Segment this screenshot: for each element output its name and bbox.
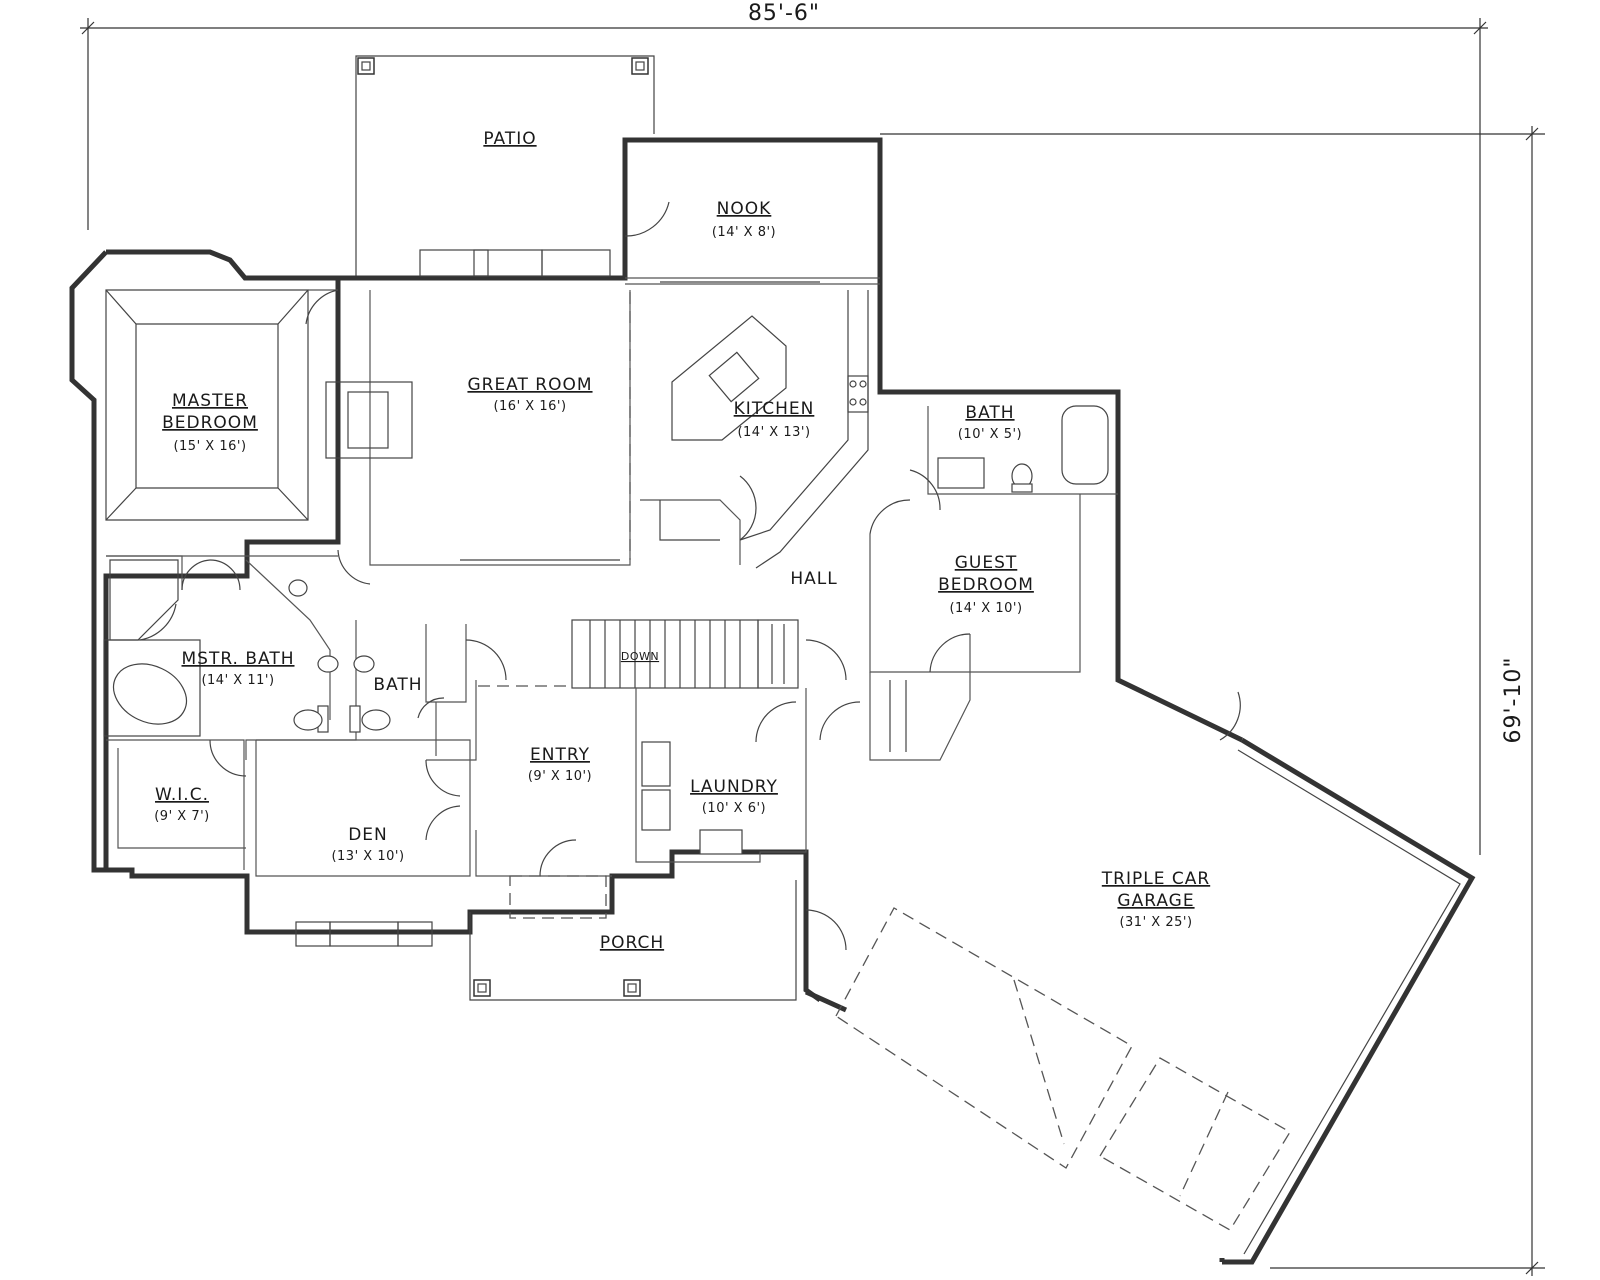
kitchen-name: KITCHEN bbox=[734, 399, 815, 419]
stairs-down-label: DOWN bbox=[621, 650, 659, 663]
garage-doors bbox=[835, 907, 1291, 1231]
label-half-bath: BATH bbox=[373, 675, 422, 695]
label-kitchen: KITCHEN (14' X 13') bbox=[734, 399, 815, 440]
laundry-name: LAUNDRY bbox=[690, 777, 778, 797]
label-stairs: DOWN bbox=[621, 650, 659, 663]
label-guest-bedroom: GUEST BEDROOM (14' X 10') bbox=[938, 553, 1034, 616]
label-guest-bath: BATH (10' X 5') bbox=[958, 403, 1022, 442]
master-bath-name: MSTR. BATH bbox=[182, 649, 295, 669]
depth-dimension-label: 69'-10" bbox=[1501, 656, 1526, 743]
label-master-bath: MSTR. BATH (14' X 11') bbox=[182, 649, 295, 688]
kitchen-island bbox=[671, 315, 787, 441]
wic-size: (9' X 7') bbox=[154, 809, 210, 824]
laundry-size: (10' X 6') bbox=[702, 801, 766, 816]
guest-bedroom-name-line2: BEDROOM bbox=[938, 575, 1034, 595]
great-room-size: (16' X 16') bbox=[493, 399, 566, 414]
den-name: DEN bbox=[348, 825, 388, 845]
width-dimension-label: 85'-6" bbox=[748, 1, 820, 26]
interior-walls bbox=[103, 277, 1461, 1255]
nook-name: NOOK bbox=[717, 199, 772, 219]
garage-name-line2: GARAGE bbox=[1117, 891, 1194, 911]
label-entry: ENTRY (9' X 10') bbox=[528, 745, 592, 784]
patio-post-left bbox=[357, 57, 375, 75]
wic-name: W.I.C. bbox=[155, 785, 209, 805]
garage-name-line1: TRIPLE CAR bbox=[1101, 869, 1210, 889]
bathtub bbox=[1061, 405, 1109, 485]
master-bedroom-name-line1: MASTER bbox=[172, 391, 248, 411]
overall-width-dimension: 85'-6" bbox=[80, 1, 1488, 855]
label-patio: PATIO bbox=[483, 129, 536, 149]
guest-bath-size: (10' X 5') bbox=[958, 427, 1022, 442]
laundry-sink bbox=[699, 829, 743, 855]
porch bbox=[469, 875, 797, 1001]
exterior-walls bbox=[69, 137, 1476, 1265]
half-bath-name: BATH bbox=[373, 675, 422, 695]
label-garage: TRIPLE CAR GARAGE (31' X 25') bbox=[1101, 869, 1210, 930]
master-bedroom-name-line2: BEDROOM bbox=[162, 413, 258, 433]
kitchen-size: (14' X 13') bbox=[737, 425, 810, 440]
label-hall: HALL bbox=[790, 569, 837, 589]
label-den: DEN (13' X 10') bbox=[331, 825, 404, 864]
door-swings bbox=[139, 201, 1241, 951]
patio bbox=[355, 55, 655, 278]
master-bedroom-size: (15' X 16') bbox=[173, 439, 246, 454]
label-laundry: LAUNDRY (10' X 6') bbox=[690, 777, 778, 816]
nook-size: (14' X 8') bbox=[712, 225, 776, 240]
label-porch: PORCH bbox=[600, 933, 664, 953]
overall-depth-dimension: 69'-10" bbox=[880, 126, 1545, 1276]
porch-post-right bbox=[623, 979, 641, 997]
label-wic: W.I.C. (9' X 7') bbox=[154, 785, 210, 824]
patio-name: PATIO bbox=[483, 129, 536, 149]
master-tub bbox=[112, 663, 188, 725]
great-room-name: GREAT ROOM bbox=[467, 375, 592, 395]
den-size: (13' X 10') bbox=[331, 849, 404, 864]
garage-size: (31' X 25') bbox=[1119, 915, 1192, 930]
porch-post-left bbox=[473, 979, 491, 997]
staircase bbox=[571, 619, 799, 689]
hall-name: HALL bbox=[790, 569, 837, 589]
label-great-room: GREAT ROOM (16' X 16') bbox=[467, 375, 592, 414]
master-bath-size: (14' X 11') bbox=[201, 673, 274, 688]
patio-post-right bbox=[631, 57, 649, 75]
guest-bedroom-name-line1: GUEST bbox=[955, 553, 1018, 573]
entry-size: (9' X 10') bbox=[528, 769, 592, 784]
windows bbox=[295, 249, 820, 947]
guest-bath-name: BATH bbox=[965, 403, 1014, 423]
label-master-bedroom: MASTER BEDROOM (15' X 16') bbox=[162, 391, 258, 454]
room-labels: PATIO NOOK (14' X 8') MASTER BEDROOM (15… bbox=[154, 129, 1210, 953]
kitchen-sink bbox=[708, 351, 760, 403]
entry-name: ENTRY bbox=[530, 745, 590, 765]
fireplace bbox=[325, 381, 413, 459]
bath-vanity bbox=[937, 457, 985, 489]
master-shower bbox=[109, 559, 179, 641]
porch-name: PORCH bbox=[600, 933, 664, 953]
label-nook: NOOK (14' X 8') bbox=[712, 199, 776, 240]
guest-bedroom-size: (14' X 10') bbox=[949, 601, 1022, 616]
